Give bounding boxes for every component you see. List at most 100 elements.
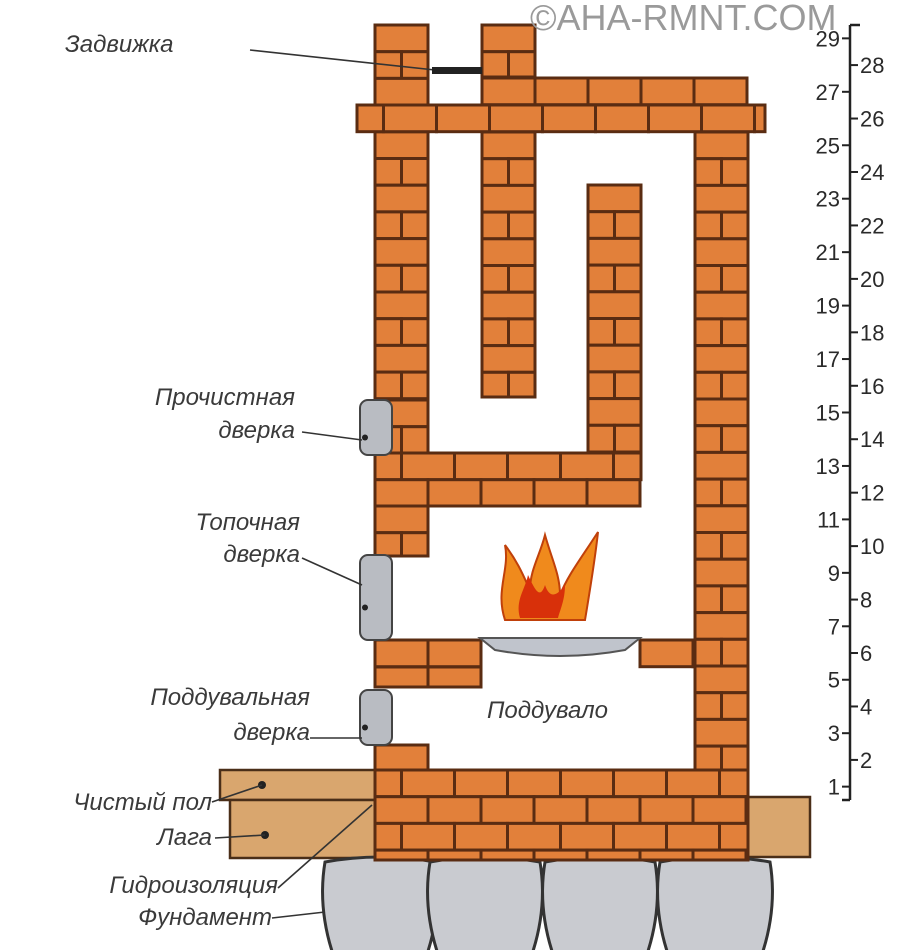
door-handle bbox=[362, 724, 368, 731]
brick bbox=[382, 103, 438, 134]
wood-plank bbox=[746, 795, 812, 859]
brick bbox=[665, 821, 721, 852]
brick bbox=[453, 821, 509, 852]
brick bbox=[639, 76, 696, 107]
label-finished-floor: Чистый пол bbox=[73, 789, 212, 816]
brick bbox=[638, 638, 695, 669]
brick bbox=[585, 848, 642, 862]
scale-label: 4 bbox=[860, 694, 872, 719]
scale-label: 22 bbox=[860, 213, 884, 238]
brick bbox=[373, 478, 430, 508]
brick bbox=[480, 264, 510, 294]
brick bbox=[426, 665, 483, 689]
brick bbox=[480, 344, 537, 374]
brick bbox=[506, 768, 562, 799]
brick bbox=[693, 477, 723, 508]
scale-label: 20 bbox=[860, 267, 884, 292]
brick bbox=[507, 317, 537, 348]
brick bbox=[585, 478, 642, 508]
brick bbox=[586, 76, 643, 107]
foundation-stone bbox=[426, 855, 544, 950]
scale-label: 1 bbox=[828, 775, 840, 800]
brick bbox=[480, 50, 510, 79]
brickwork bbox=[355, 23, 767, 862]
scale-label: 11 bbox=[817, 507, 840, 532]
brick bbox=[532, 478, 589, 508]
scale-label: 25 bbox=[816, 133, 840, 158]
brick bbox=[480, 130, 537, 161]
grate bbox=[477, 637, 643, 657]
scale-label: 23 bbox=[816, 187, 840, 212]
label-cleanout-2: дверка bbox=[218, 417, 295, 444]
brick bbox=[693, 504, 750, 534]
scale-label: 26 bbox=[860, 107, 884, 132]
scale-label: 18 bbox=[860, 320, 884, 345]
brick bbox=[693, 183, 750, 214]
brick bbox=[693, 691, 723, 721]
brick bbox=[693, 370, 723, 401]
brick bbox=[373, 370, 403, 401]
label-ash-pit: Поддувало bbox=[487, 697, 608, 724]
brick bbox=[647, 103, 703, 134]
brick bbox=[638, 848, 695, 862]
foundation-stone bbox=[321, 855, 439, 950]
damper-plate bbox=[432, 67, 482, 74]
brick bbox=[586, 290, 643, 320]
brick bbox=[720, 264, 750, 294]
brick bbox=[400, 531, 430, 558]
brick bbox=[693, 344, 750, 374]
brick bbox=[480, 370, 510, 399]
brick bbox=[753, 103, 767, 134]
brick bbox=[586, 397, 643, 427]
brick bbox=[453, 768, 509, 799]
scale-label: 17 bbox=[816, 347, 840, 372]
brick bbox=[480, 317, 510, 348]
brick bbox=[693, 584, 723, 615]
brick bbox=[400, 50, 430, 80]
foundation-stones bbox=[321, 855, 774, 950]
label-ash-door-1: Поддувальная bbox=[150, 684, 310, 711]
brick bbox=[559, 768, 615, 799]
door bbox=[359, 689, 393, 746]
brick bbox=[479, 795, 536, 825]
brick bbox=[720, 477, 750, 508]
brick bbox=[718, 821, 750, 852]
foundation-stone bbox=[541, 855, 659, 950]
brick bbox=[400, 821, 456, 852]
label-damper: Задвижка bbox=[65, 31, 173, 58]
brick bbox=[400, 768, 456, 799]
brick bbox=[532, 848, 589, 862]
brick bbox=[700, 103, 756, 134]
brick bbox=[373, 848, 430, 862]
brick bbox=[373, 451, 403, 482]
brick bbox=[612, 768, 668, 799]
brick bbox=[506, 451, 562, 482]
brick bbox=[373, 795, 430, 825]
brick bbox=[479, 478, 536, 508]
brick bbox=[480, 237, 537, 268]
brick bbox=[400, 370, 430, 401]
brick-row-scale: 1234567891011121314151617181920212223242… bbox=[816, 23, 884, 802]
brick bbox=[480, 76, 537, 107]
brick bbox=[373, 821, 403, 852]
brick bbox=[373, 263, 403, 294]
label-waterproofing: Гидроизоляция bbox=[109, 872, 278, 899]
door bbox=[359, 554, 393, 641]
brick bbox=[400, 263, 430, 294]
label-foundation: Фундамент bbox=[138, 904, 272, 931]
brick bbox=[400, 317, 430, 347]
brick bbox=[373, 210, 403, 241]
fire bbox=[477, 531, 643, 657]
scale-label: 29 bbox=[816, 26, 840, 51]
brick bbox=[693, 717, 750, 748]
brick bbox=[586, 423, 616, 454]
brick bbox=[533, 76, 590, 107]
flame-inner bbox=[518, 575, 565, 618]
brick bbox=[720, 370, 750, 401]
brick bbox=[720, 531, 750, 561]
brick bbox=[373, 317, 403, 347]
scale-label: 15 bbox=[816, 401, 840, 426]
brick bbox=[586, 317, 616, 347]
scale-label: 28 bbox=[860, 53, 884, 78]
